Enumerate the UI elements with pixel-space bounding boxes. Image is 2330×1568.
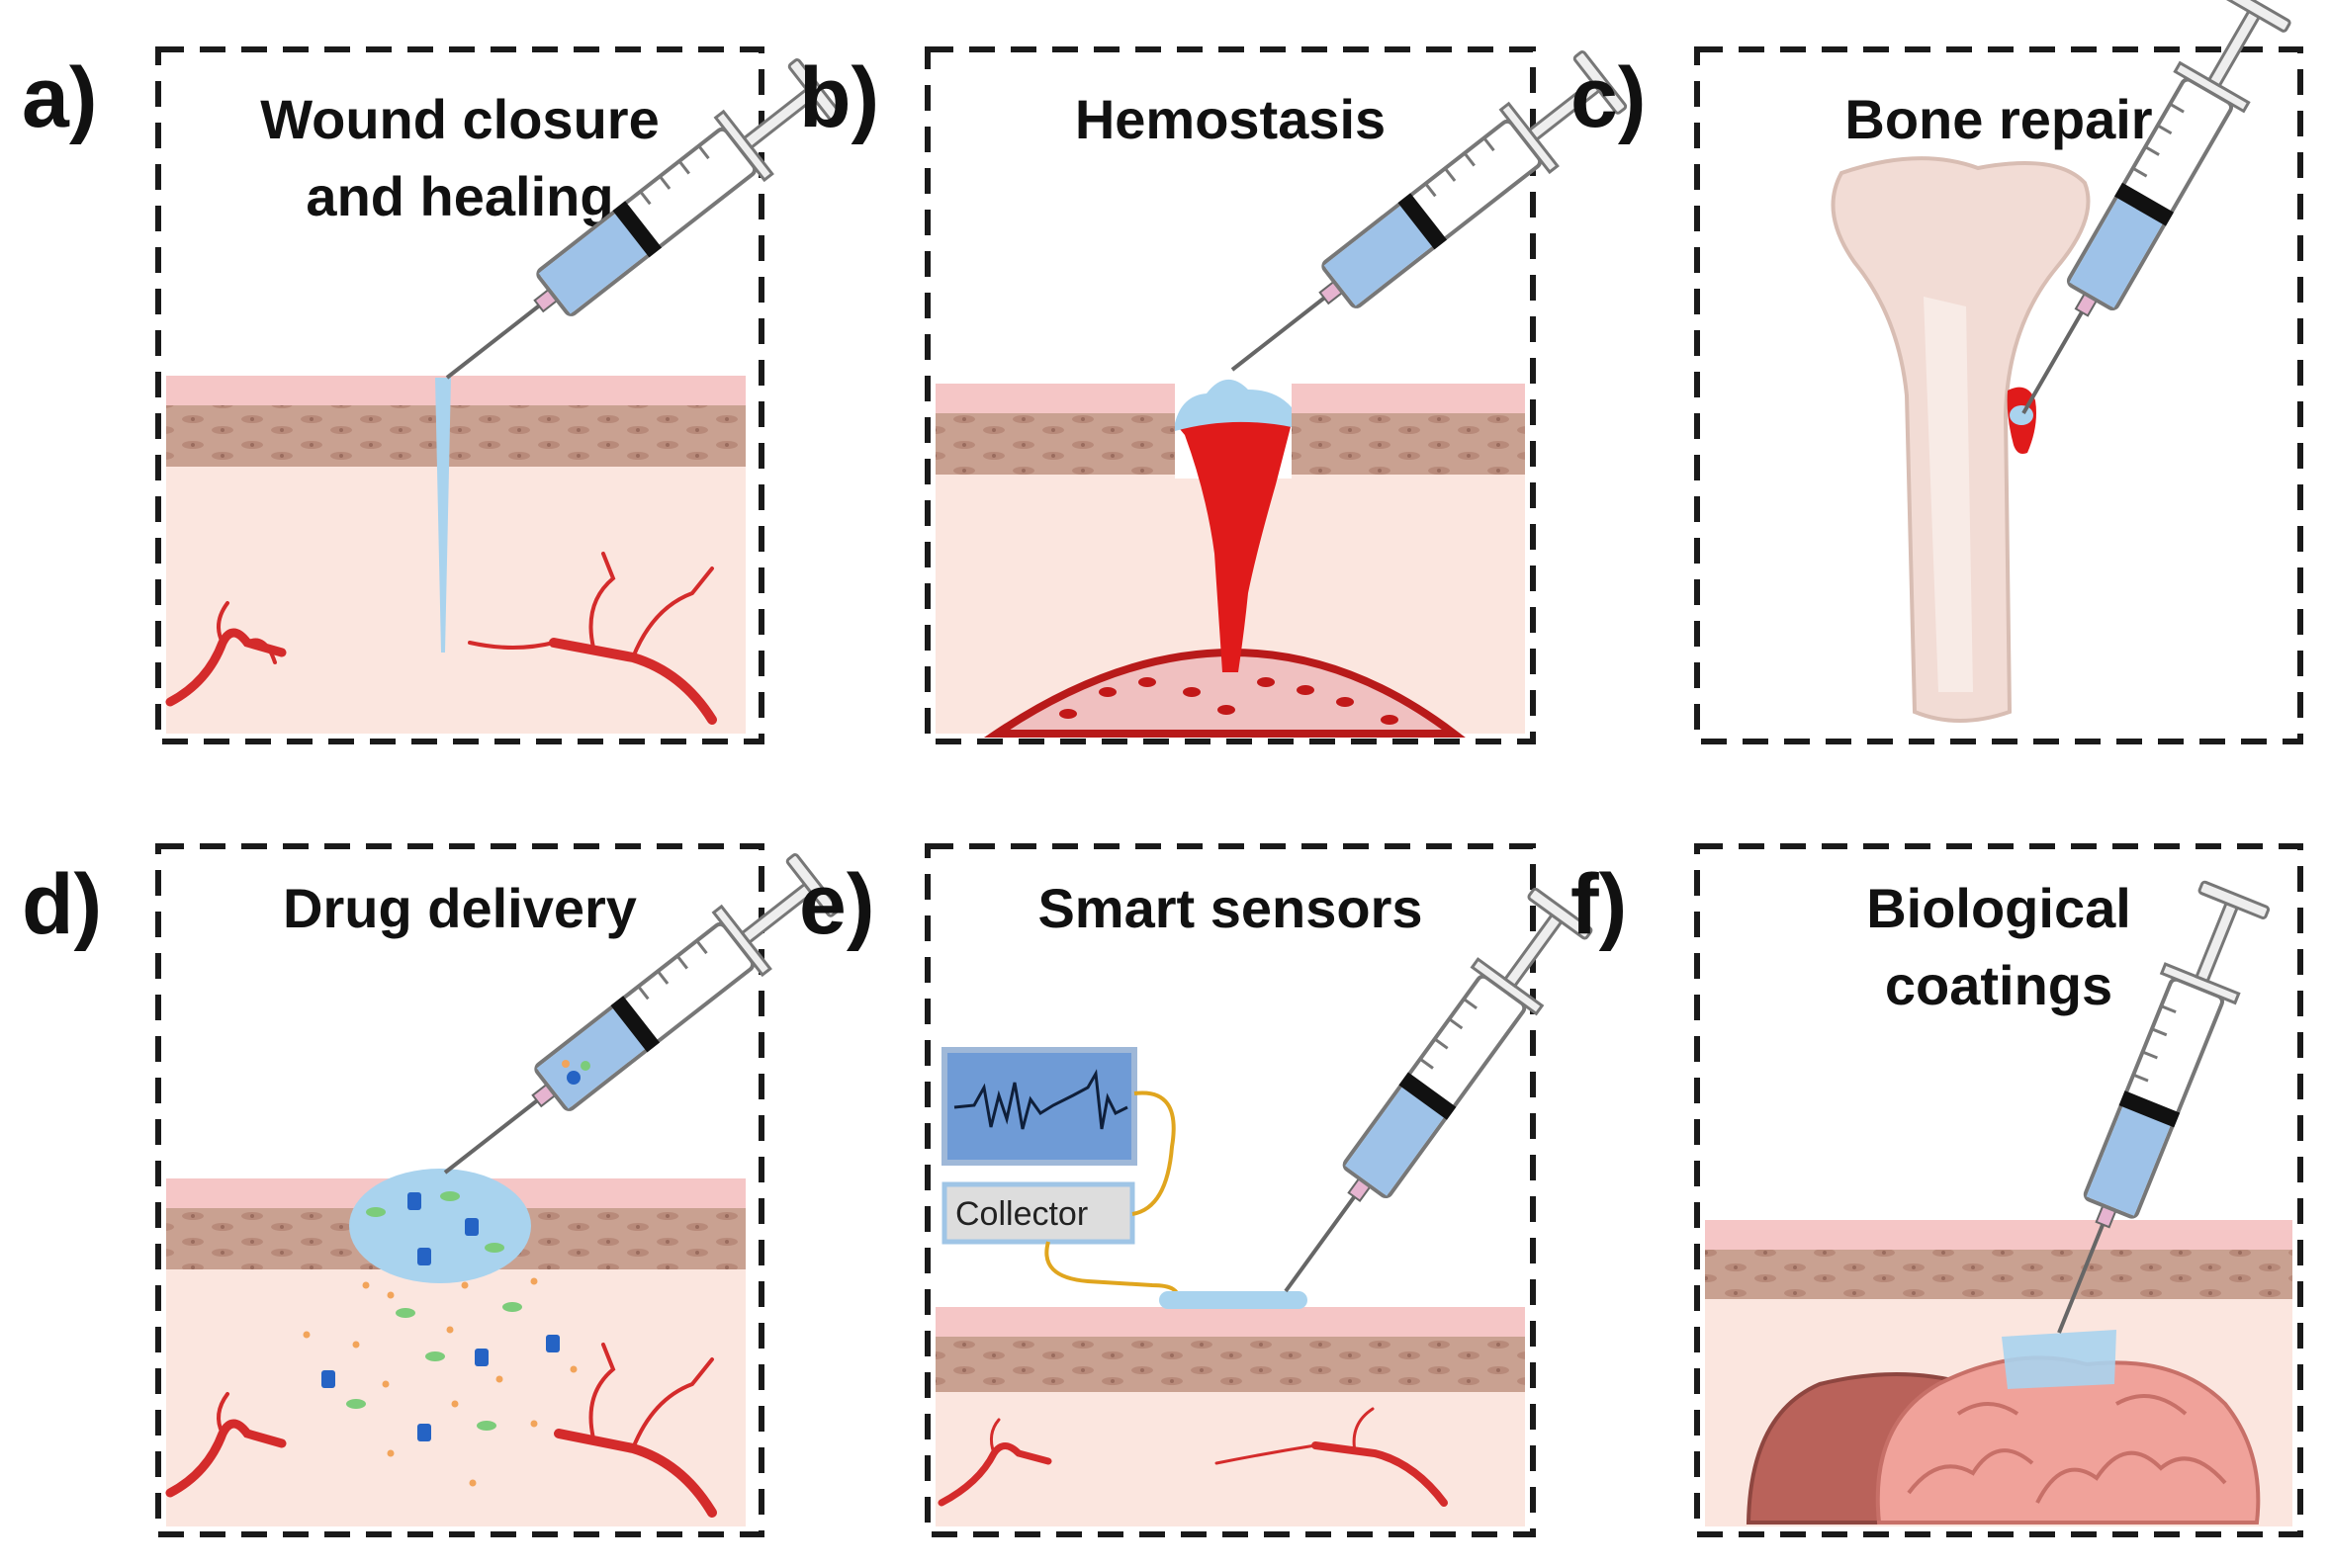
panel-letter-d: d) [22, 857, 102, 952]
panel-frame-b [925, 46, 1536, 744]
drug-depot-gel-d [349, 1169, 531, 1283]
panel-letter-e: e) [799, 857, 874, 952]
panel-frame-d [155, 843, 764, 1537]
skin-illustration-a [166, 376, 746, 734]
panel-f: f) Biological coatings [1570, 843, 2330, 1537]
bone-gel-c [2010, 405, 2033, 425]
panel-d: d) Drug delivery [22, 843, 845, 1537]
collector-label: Collector [955, 1195, 1088, 1233]
blood-vessels-a [165, 552, 717, 725]
wound-gel-a [435, 378, 451, 653]
panel-b: b) Hemostasis [799, 45, 1632, 744]
blood-vessels-e [938, 1407, 1448, 1507]
panel-letter-a: a) [22, 50, 97, 145]
panel-letter-b: b) [799, 50, 879, 145]
hemostatic-gel-b [1175, 379, 1292, 431]
panel-letter-f: f) [1570, 857, 1627, 952]
collector-box: Collector [941, 1181, 1135, 1245]
syringe-drug-particles-d [562, 1060, 590, 1085]
panel-frame-a [155, 46, 764, 744]
coating-gel-f [2002, 1330, 2116, 1389]
panel-title-b: Hemostasis [1075, 88, 1386, 150]
panel-title-a-line1: Wound closure [260, 88, 659, 150]
organ-brain-f [1875, 1355, 2261, 1524]
sensor-gel-patch [1159, 1291, 1307, 1309]
panel-title-f-line2: coatings [1885, 954, 2112, 1016]
panel-c: c) Bone repair [1570, 0, 2330, 744]
drug-particles-d [303, 1191, 578, 1487]
panel-a: a) Wound closure and healing [22, 46, 847, 744]
panel-title-a-line2: and healing [306, 165, 613, 227]
panel-e: e) Smart sensors Collector [799, 843, 1678, 1537]
panel-title-e: Smart sensors [1037, 877, 1422, 939]
panel-frame-f [1694, 843, 2303, 1537]
panel-letter-c: c) [1570, 50, 1646, 145]
blood-vessels-d [165, 1343, 717, 1518]
waveform-monitor [941, 1047, 1137, 1166]
panel-title-c: Bone repair [1844, 88, 2152, 150]
blood-clot-b [1175, 414, 1292, 672]
panel-title-d: Drug delivery [283, 877, 637, 939]
panel-title-f-line1: Biological [1866, 877, 2131, 939]
panel-frame-c [1694, 46, 2303, 744]
panel-frame-e [925, 843, 1536, 1537]
bone-highlight-c [1924, 297, 1973, 692]
